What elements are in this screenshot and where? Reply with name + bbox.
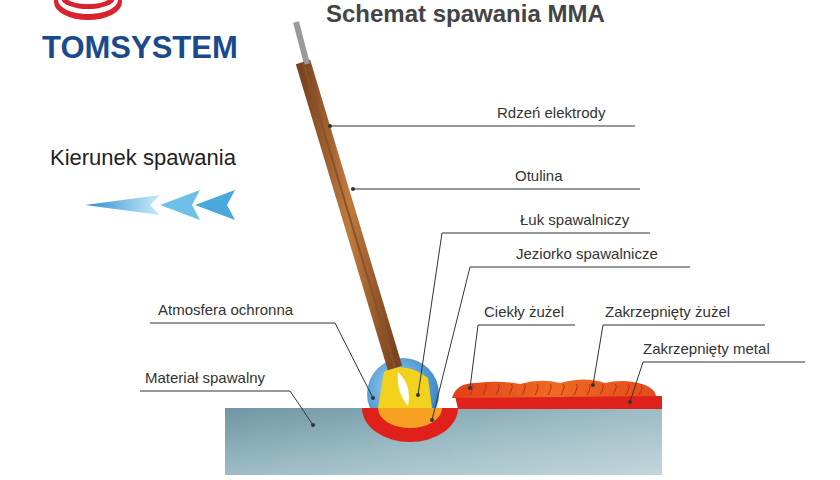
slag-ripple	[639, 384, 642, 395]
slag-ripple	[626, 384, 629, 395]
leader-dot	[468, 386, 472, 390]
leader-dots	[311, 124, 632, 427]
slag-ripple	[496, 384, 499, 395]
weld-pool	[362, 408, 458, 442]
part-label: Ciekły żużel	[484, 303, 564, 320]
diagram-title: Schemat spawania MMA	[326, 0, 605, 28]
slag-ripple	[587, 384, 590, 395]
part-label: Zakrzepnięty metal	[643, 340, 770, 357]
part-label: Zakrzepnięty żużel	[605, 303, 730, 320]
part-label: Atmosfera ochronna	[158, 301, 293, 318]
flag-stripe	[61, 0, 115, 9]
part-label: Rdzeń elektrody	[497, 104, 605, 121]
logo-flag	[54, 0, 122, 20]
arrow-head	[85, 195, 160, 215]
leader-dot	[591, 383, 595, 387]
leader-line	[330, 126, 635, 127]
leader-lines	[140, 126, 805, 425]
arrow-chevron	[195, 190, 235, 220]
slag-ripple	[509, 384, 512, 395]
slag	[452, 380, 656, 399]
slag-ripple	[600, 384, 603, 395]
slag-ripple	[535, 384, 538, 395]
logo-text: TOMSYSTEM	[42, 30, 238, 66]
slag-ripple	[483, 384, 486, 395]
direction-label: Kierunek spawania	[50, 145, 236, 170]
arrow-chevron	[160, 190, 200, 220]
part-label: Materiał spawalny	[145, 369, 265, 386]
electrode-core-line	[303, 62, 395, 368]
flag-stripe	[54, 0, 122, 20]
arc-zone	[378, 367, 432, 408]
leader-dot	[430, 418, 434, 422]
slag-ripple	[561, 384, 564, 395]
part-label: Jeziorko spawalnicze	[516, 245, 658, 262]
slag-ripples	[470, 384, 642, 395]
electrode-core	[296, 22, 307, 64]
leader-dot	[416, 393, 420, 397]
leader-line	[140, 391, 313, 425]
arc-core	[398, 372, 409, 406]
slag-ripple	[522, 384, 525, 395]
leader-dot	[311, 423, 315, 427]
leader-line	[630, 362, 805, 402]
flag-stripe	[58, 0, 118, 14]
electrode-coating	[303, 62, 395, 368]
leader-line	[470, 325, 575, 388]
flag-stripe	[65, 0, 111, 4]
slag-ripple	[613, 384, 616, 395]
part-label: Łuk spawalniczy	[520, 211, 629, 228]
slag-ripple	[548, 384, 551, 395]
slag-ripple	[574, 384, 577, 395]
leader-dot	[628, 400, 632, 404]
base-plate	[225, 408, 662, 475]
leader-dot	[351, 187, 355, 191]
leader-dot	[371, 396, 375, 400]
direction-arrow	[85, 190, 235, 220]
part-label: Otulina	[515, 167, 563, 184]
leader-line	[150, 323, 373, 398]
leader-dot	[328, 124, 332, 128]
leader-line	[353, 189, 640, 190]
